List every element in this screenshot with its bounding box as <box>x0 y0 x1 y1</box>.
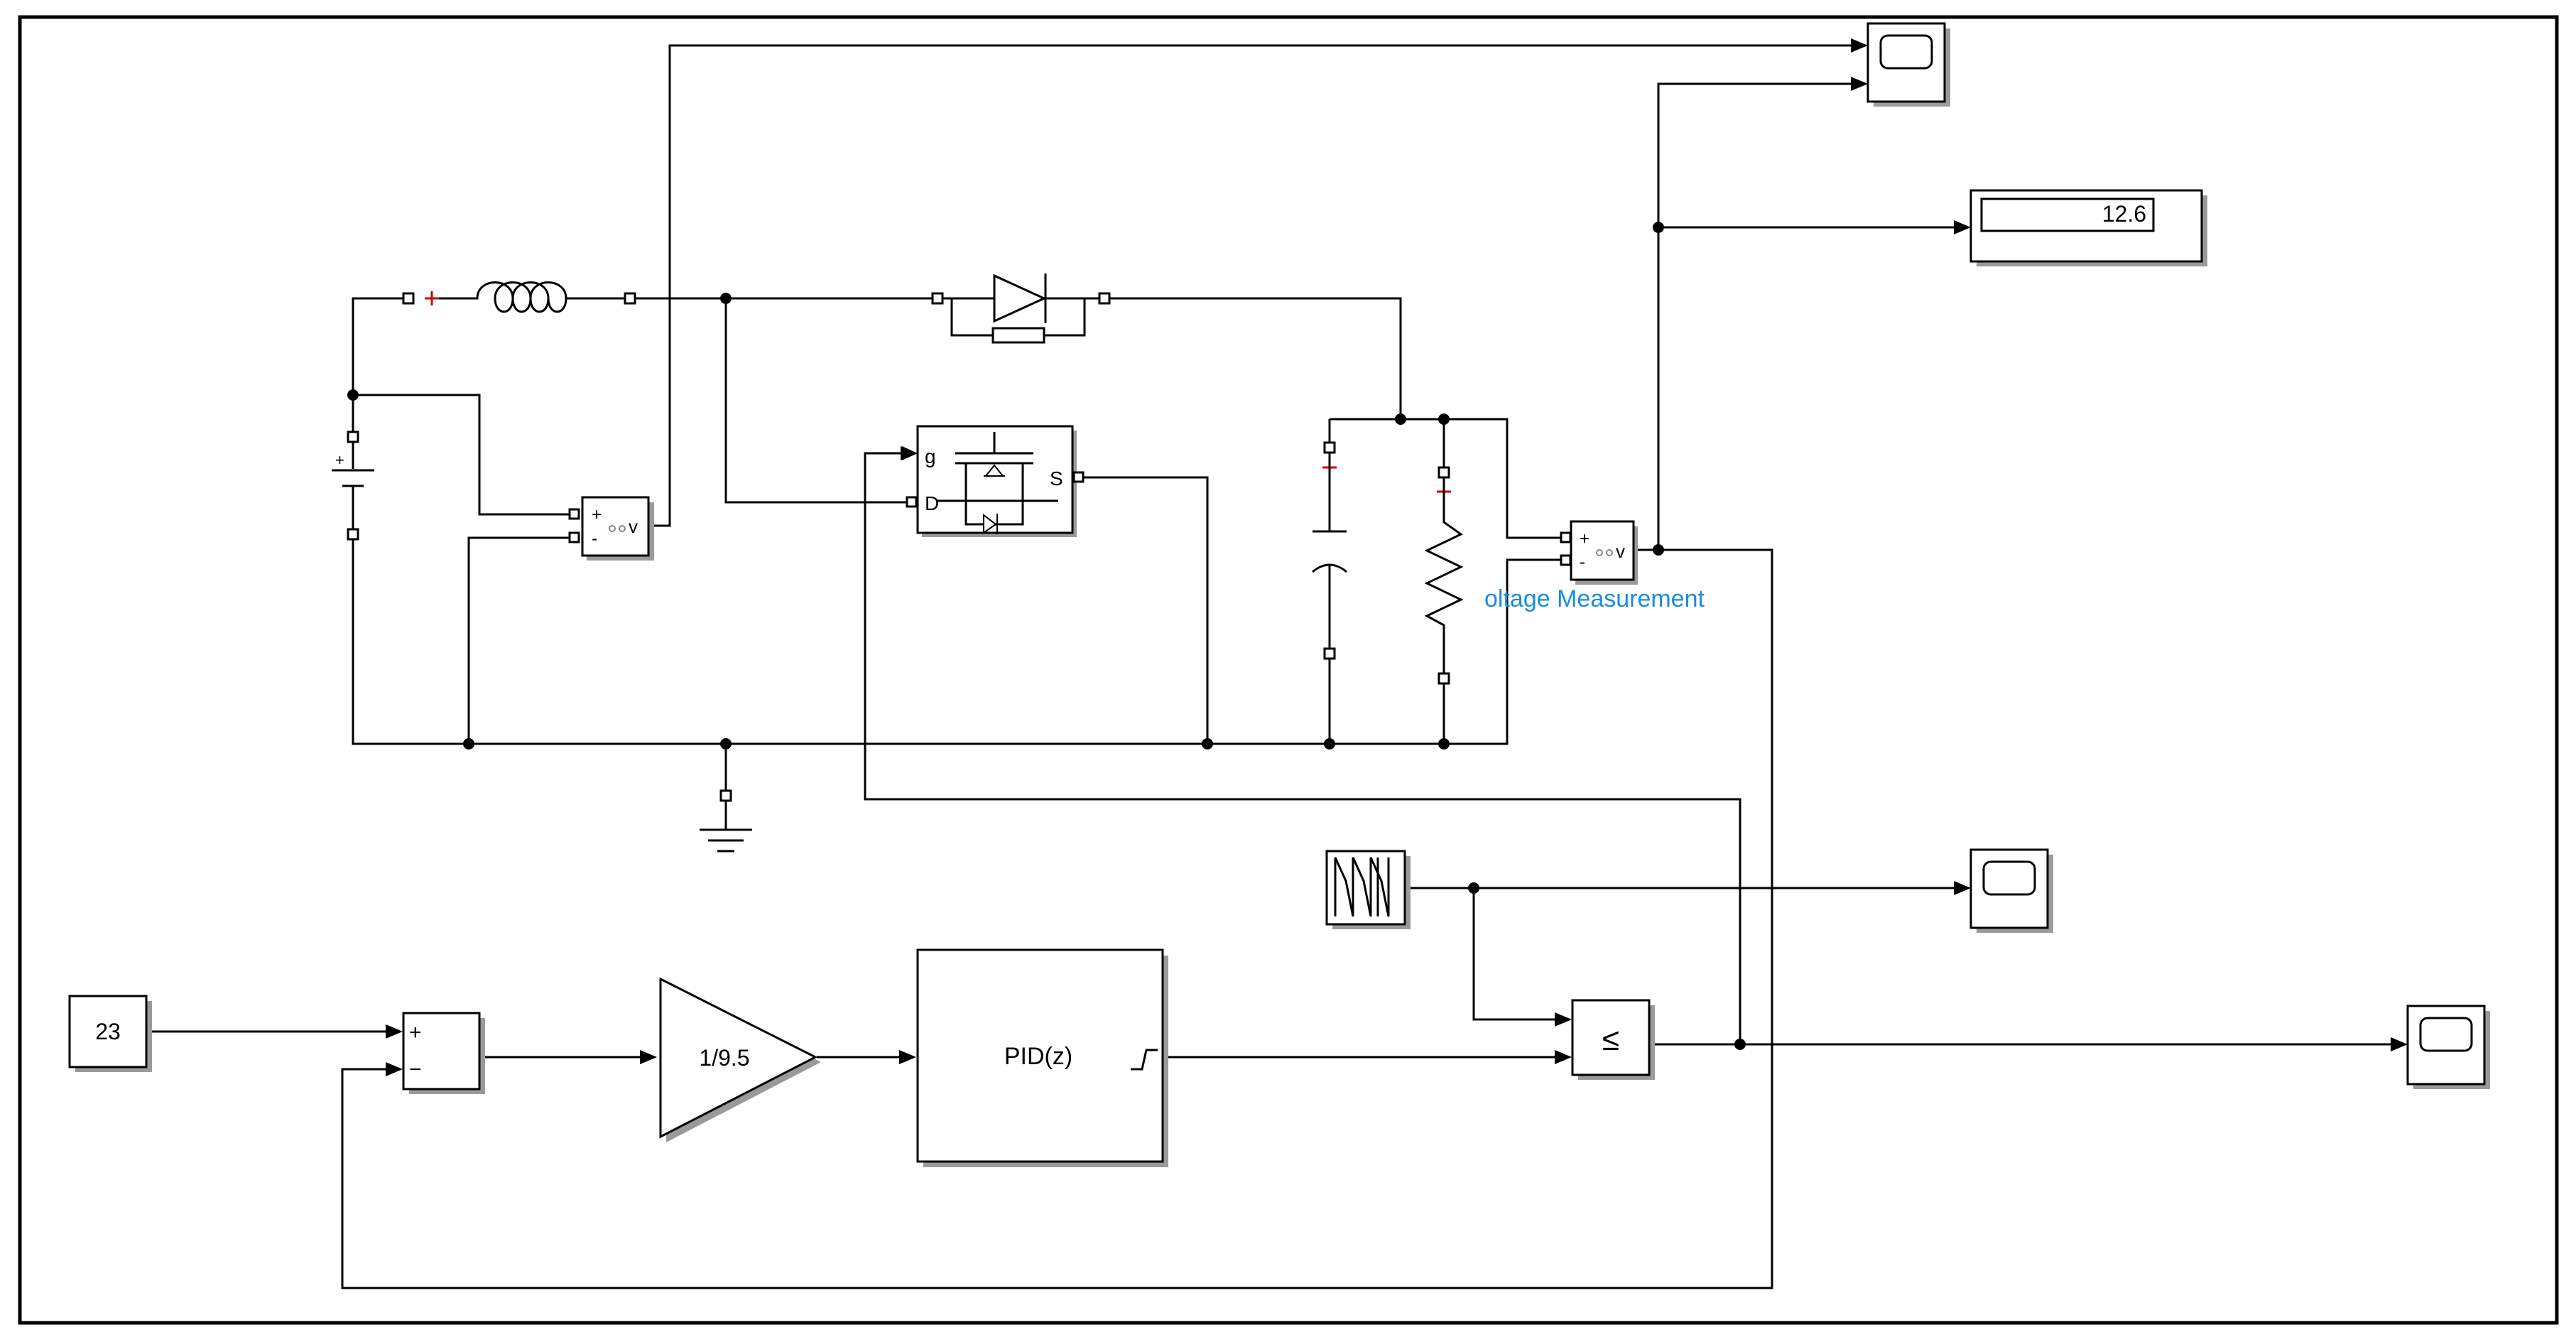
output-voltage-sensor[interactable]: + - v <box>1560 520 1638 585</box>
sum-block[interactable]: + − <box>402 1012 485 1094</box>
ground-symbol[interactable] <box>700 789 752 853</box>
sum-minus-sign: − <box>409 1058 422 1081</box>
load-resistor[interactable] <box>1424 466 1464 685</box>
junction-dots <box>347 222 1746 1050</box>
relational-operator-symbol: ≤ <box>1602 1022 1619 1057</box>
capacitor[interactable] <box>1312 441 1347 660</box>
mosfet-drain-label: D <box>925 492 939 514</box>
constant-block[interactable]: 23 <box>68 995 152 1072</box>
sum-plus-sign: + <box>409 1021 422 1044</box>
mosfet[interactable]: g D S <box>902 425 1085 537</box>
pid-label: PID(z) <box>1004 1043 1072 1070</box>
output-signal-wires <box>341 77 1971 1289</box>
dc-voltage-source[interactable]: + <box>332 431 374 541</box>
input-voltage-sensor[interactable]: + - v <box>568 496 654 561</box>
svg-text:+: + <box>335 451 344 469</box>
diode[interactable] <box>931 274 1111 344</box>
scope-top-1[interactable] <box>1866 22 1950 107</box>
mosfet-source-label: S <box>1050 467 1063 489</box>
output-sensor-plus: + <box>1580 529 1589 548</box>
output-sensor-output: v <box>1616 541 1625 562</box>
input-sensor-output: v <box>629 516 638 537</box>
pid-controller[interactable]: PID(z) <box>916 948 1168 1167</box>
scope-mid[interactable] <box>1969 848 2053 933</box>
mosfet-gate-label: g <box>925 445 936 467</box>
output-sensor-minus: - <box>1580 553 1585 572</box>
diagram-border <box>18 15 2559 1325</box>
gain-value: 1/9.5 <box>699 1045 749 1071</box>
input-sensor-minus: - <box>592 529 597 548</box>
constant-value: 23 <box>95 1019 121 1044</box>
power-stage-wires <box>352 38 1868 796</box>
display-value: 12.6 <box>2102 201 2146 227</box>
sawtooth-source[interactable] <box>1325 850 1411 929</box>
display-block[interactable]: 12.6 <box>1969 189 2207 266</box>
scope-bottom[interactable] <box>2406 1005 2490 1089</box>
voltage-measurement-label[interactable]: oltage Measurement <box>1484 585 1705 612</box>
gain-block[interactable]: 1/9.5 <box>659 977 821 1142</box>
relational-operator[interactable]: ≤ <box>1571 999 1655 1080</box>
input-sensor-plus: + <box>592 505 602 524</box>
inductor[interactable] <box>402 281 636 313</box>
